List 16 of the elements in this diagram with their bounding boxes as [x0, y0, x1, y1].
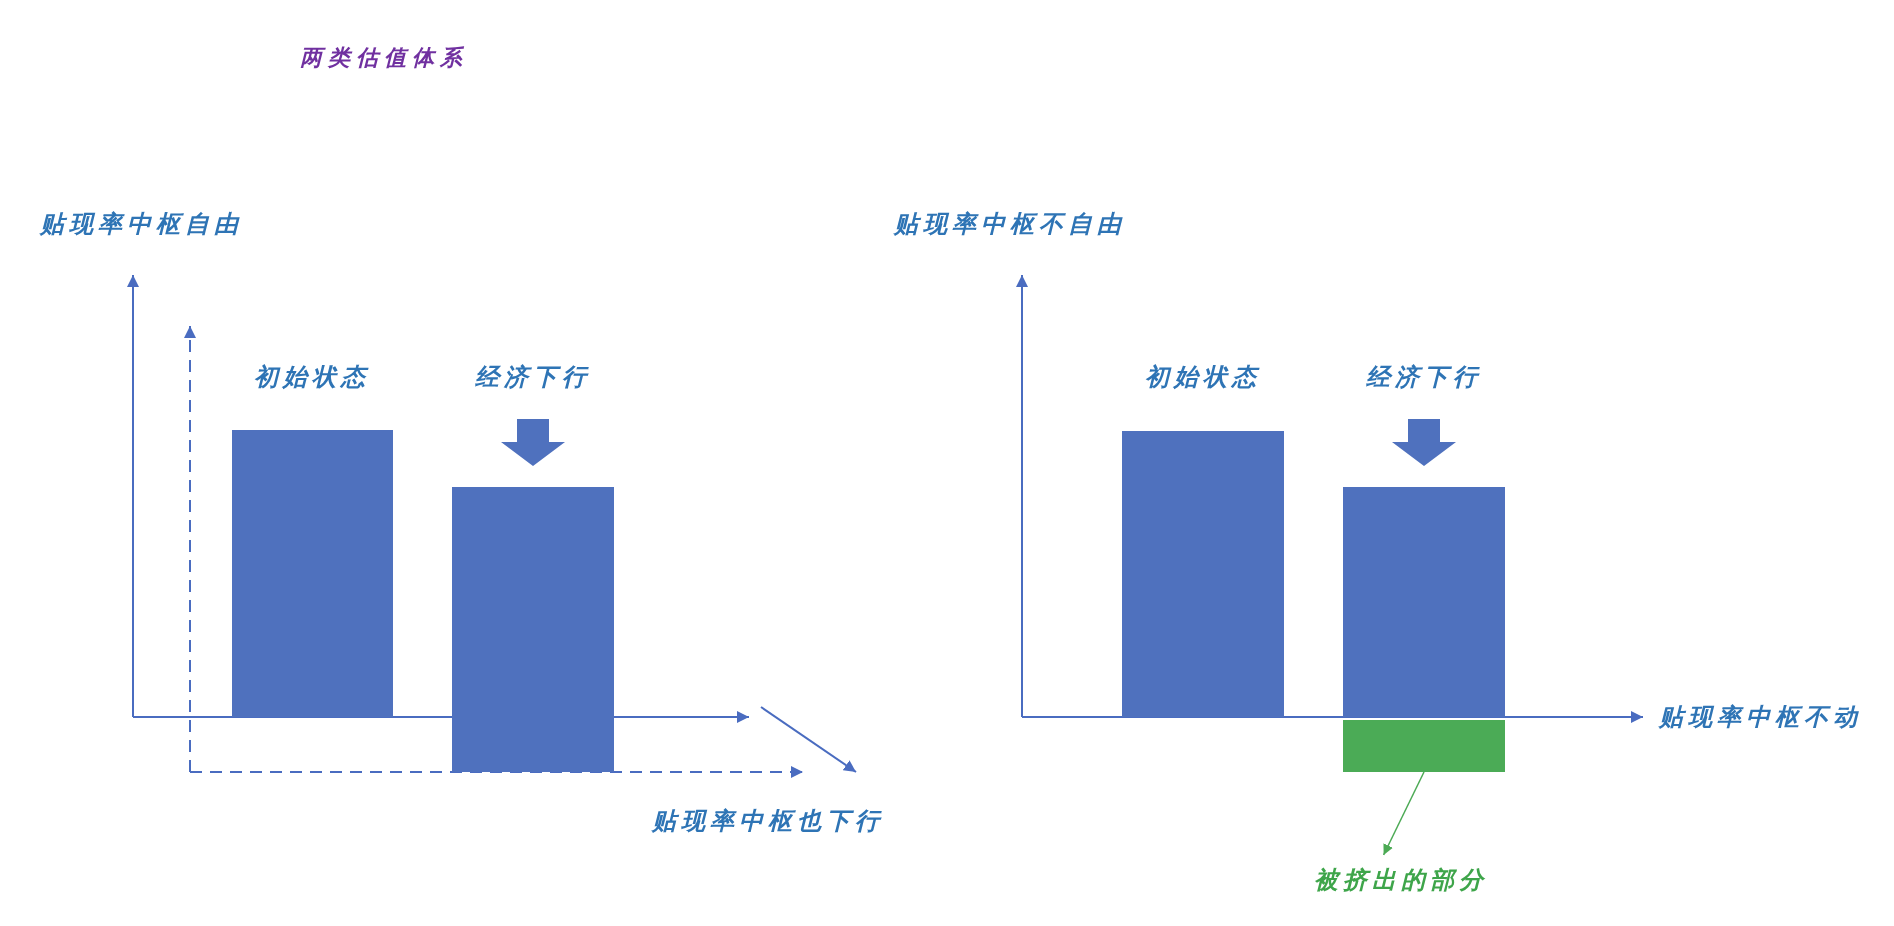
column-label: 经济下行: [1366, 362, 1482, 393]
axis-label: 贴现率中枢也下行: [652, 806, 884, 837]
leader-line: [1382, 771, 1425, 856]
column-label: 经济下行: [475, 362, 591, 393]
axis-label: 贴现率中枢自由: [40, 209, 243, 240]
bar: [1343, 487, 1505, 717]
bar: [1122, 431, 1284, 717]
bar: [452, 487, 614, 772]
callout-text: 被挤出的部分: [1314, 864, 1488, 896]
axis-label: 贴现率中枢不自由: [894, 209, 1126, 240]
title: 两类估值体系: [300, 44, 468, 72]
column-label: 初始状态: [1145, 362, 1261, 393]
bar-segment: [1343, 720, 1505, 772]
bar: [232, 430, 393, 717]
axis-label: 贴现率中枢不动: [1659, 702, 1862, 733]
column-label: 初始状态: [254, 362, 370, 393]
